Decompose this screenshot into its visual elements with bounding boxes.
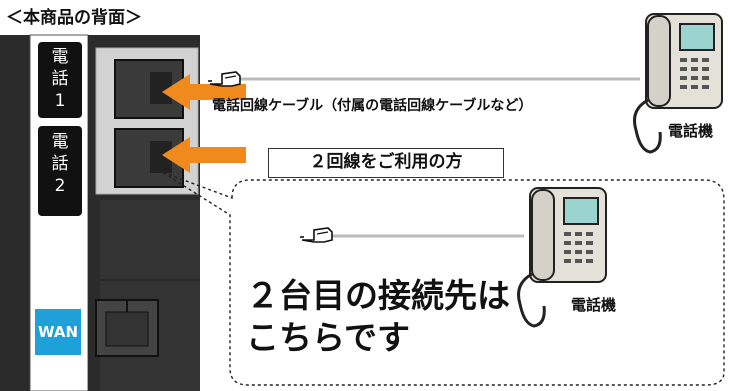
port-1-label-char-1: 電 (51, 47, 69, 67)
port-2-label-char-2: 話 (51, 154, 69, 174)
port-1-label-bg (38, 42, 82, 118)
port-2-label-number: 2 (54, 176, 66, 196)
device-lower-bay (100, 200, 200, 391)
arrow-port-2 (162, 137, 246, 173)
port-1-label: 電 話 1 (40, 46, 80, 112)
port-2-label-char-1: 電 (51, 132, 69, 152)
page-title: ＜本商品の背面＞ (6, 8, 142, 28)
telephone-2-icon (517, 187, 607, 328)
phone-1-label: 電話機 (668, 122, 714, 140)
arrow-port-1 (162, 74, 246, 110)
bubble-text-line-1: ２台目の接続先は (246, 276, 510, 315)
phone-2-label: 電話機 (571, 296, 617, 314)
port-1-label-char-2: 話 (51, 69, 69, 89)
port-2-label-bg (38, 126, 82, 216)
two-line-label-box: ２回線をご利用の方 (268, 148, 504, 178)
port-1-label-number: 1 (54, 91, 66, 111)
cable-label: 電話回線ケーブル（付属の電話回線ケーブルなど） (212, 98, 533, 114)
connector-plug-2-icon (300, 227, 333, 243)
wan-label: WAN (37, 323, 79, 341)
bubble-text-line-2: こちらです (246, 318, 411, 357)
connector-plug-1-icon (208, 71, 241, 87)
bubble-text: ２台目の接続先は こちらです (246, 275, 510, 359)
device-left-edge (0, 35, 30, 391)
wan-port-badge (35, 309, 81, 355)
port-2-label: 電 話 2 (40, 131, 80, 197)
telephone-1-icon (633, 13, 723, 154)
